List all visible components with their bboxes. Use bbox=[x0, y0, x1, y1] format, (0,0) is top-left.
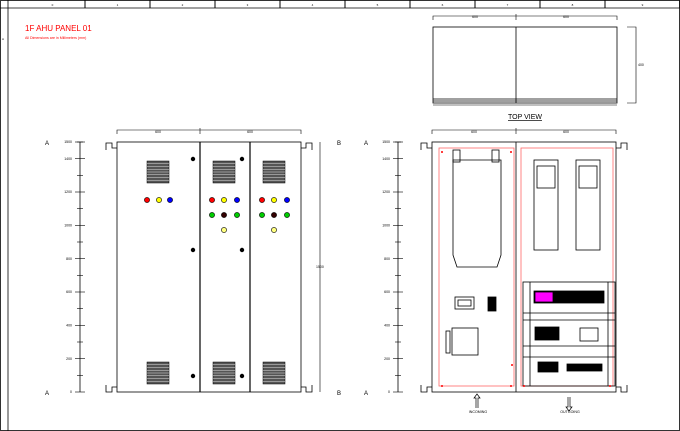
indicator-lamp bbox=[259, 197, 265, 203]
frame-column-label: 2 bbox=[182, 3, 184, 7]
top-view-label: TOP VIEW bbox=[508, 114, 542, 121]
indicator-lamp bbox=[156, 197, 162, 203]
louvre-vent bbox=[212, 361, 236, 385]
internal-view bbox=[420, 128, 628, 393]
louvre-vent bbox=[146, 361, 170, 385]
section-a-bottom: A bbox=[45, 391, 49, 397]
indicator-lamp bbox=[209, 212, 215, 218]
door-lock-icon[interactable] bbox=[190, 156, 196, 162]
scale-tick-label: 1500 bbox=[382, 140, 390, 144]
internal-section-a-bottom: A bbox=[364, 391, 368, 397]
drawing-title: 1F AHU PANEL 01 bbox=[25, 24, 92, 33]
section-b-top: B bbox=[337, 141, 341, 147]
frame-column-label: 0 bbox=[52, 3, 54, 7]
internal-width-dim-1: 600 bbox=[471, 130, 477, 134]
scale-tick-label: 200 bbox=[384, 357, 390, 361]
front-width-dim-1: 600 bbox=[155, 130, 161, 134]
drawing-subtitle: All Dimensions are in Millimeters (mm) bbox=[25, 36, 86, 40]
indicator-lamp bbox=[144, 197, 150, 203]
louvre-vent bbox=[262, 160, 286, 184]
louvre-vent bbox=[212, 160, 236, 184]
scale-tick-label: 800 bbox=[384, 257, 390, 261]
internal-width-dim-2: 600 bbox=[563, 130, 569, 134]
scale-tick-label: 800 bbox=[66, 257, 72, 261]
indicator-lamp bbox=[271, 227, 277, 233]
indicator-lamp bbox=[234, 197, 240, 203]
scale-tick-label: 1200 bbox=[382, 190, 390, 194]
section-a-top: A bbox=[45, 141, 49, 147]
frame-column-label: 5 bbox=[377, 3, 379, 7]
scale-tick-label: 400 bbox=[66, 324, 72, 328]
door-lock-icon[interactable] bbox=[190, 247, 196, 253]
top-depth-dim: 400 bbox=[638, 63, 644, 67]
top-width-dim-2: 600 bbox=[563, 15, 569, 19]
frame-column-label: 7 bbox=[507, 3, 509, 7]
indicator-lamp bbox=[221, 197, 227, 203]
indicator-lamp bbox=[209, 197, 215, 203]
top-view bbox=[432, 14, 637, 106]
frame-column-label: 3 bbox=[247, 3, 249, 7]
frame-column-label: 4 bbox=[312, 3, 314, 7]
scale-tick-label: 1000 bbox=[64, 224, 72, 228]
scale-tick-label: 1400 bbox=[64, 157, 72, 161]
scale-tick-label: 0 bbox=[70, 390, 72, 394]
indicator-lamp bbox=[234, 212, 240, 218]
indicator-lamp bbox=[259, 212, 265, 218]
indicator-lamp bbox=[284, 197, 290, 203]
scale-tick-label: 600 bbox=[66, 290, 72, 294]
mounting-points bbox=[441, 151, 611, 387]
door-lock-icon[interactable] bbox=[239, 247, 245, 253]
front-height-dim: 1500 bbox=[316, 265, 324, 269]
incoming-arrow-icon bbox=[473, 393, 481, 408]
indicator-lamp bbox=[284, 212, 290, 218]
scale-tick-label: 200 bbox=[66, 357, 72, 361]
incoming-label: INCOMING bbox=[469, 410, 488, 414]
door-lock-icon[interactable] bbox=[239, 373, 245, 379]
indicator-lamp bbox=[271, 212, 277, 218]
door-lock-icon[interactable] bbox=[190, 373, 196, 379]
indicator-lamp bbox=[167, 197, 173, 203]
outgoing-label: OUTGOING bbox=[560, 410, 580, 414]
scale-tick-label: 600 bbox=[384, 290, 390, 294]
scale-tick-label: 400 bbox=[384, 324, 390, 328]
door-lock-icon[interactable] bbox=[239, 156, 245, 162]
louvre-vent bbox=[262, 361, 286, 385]
section-b-bottom: B bbox=[337, 391, 341, 397]
indicator-lamp bbox=[221, 212, 227, 218]
frame-column-label: 6 bbox=[442, 3, 444, 7]
scale-tick-label: 1400 bbox=[382, 157, 390, 161]
outgoing-arrow-icon bbox=[565, 397, 573, 412]
scale-tick-label: 1000 bbox=[382, 224, 390, 228]
frame-row-label: A bbox=[2, 37, 4, 41]
frame-column-label: 8 bbox=[572, 3, 574, 7]
louvre-vent bbox=[146, 160, 170, 184]
indicator-lamp bbox=[221, 227, 227, 233]
internal-section-a-top: A bbox=[364, 141, 368, 147]
scale-tick-label: 0 bbox=[388, 390, 390, 394]
scale-tick-label: 1500 bbox=[64, 140, 72, 144]
frame-column-label: 1 bbox=[117, 3, 119, 7]
front-width-dim-2: 600 bbox=[247, 130, 253, 134]
front-view bbox=[105, 128, 321, 393]
indicator-lamp bbox=[271, 197, 277, 203]
frame-column-label: 9 bbox=[642, 3, 644, 7]
scale-tick-label: 1200 bbox=[64, 190, 72, 194]
top-width-dim-1: 600 bbox=[472, 15, 478, 19]
